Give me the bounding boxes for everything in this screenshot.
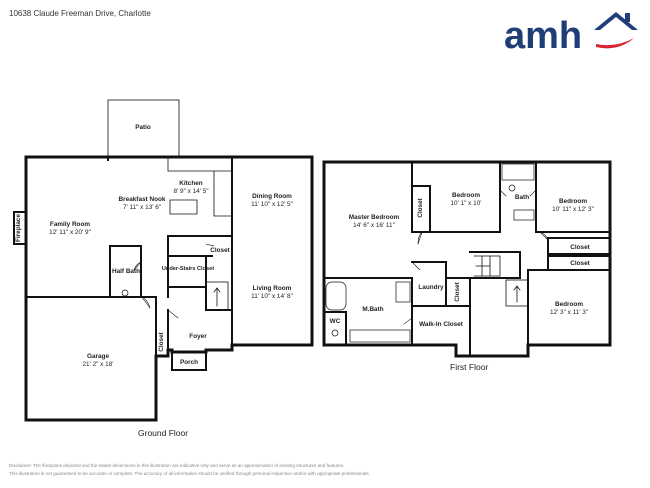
closet-a-label: Closet — [570, 244, 590, 251]
half-bath-label-text: Half Bath — [112, 268, 140, 275]
wc-label: WC — [330, 318, 341, 325]
living-room-dims: 11' 10" x 14' 8" — [251, 293, 293, 300]
disclaimer: Disclaimer: The floorplans depicted and … — [9, 462, 629, 478]
ground-floor-title: Ground Floor — [138, 428, 189, 438]
dining-room-dims: 11' 10" x 12' 5" — [251, 201, 293, 208]
closet-foyer-label: Closet — [158, 331, 165, 351]
master-bedroom-dims: 14' 6" x 16' 11" — [353, 222, 395, 229]
first-interior-walls — [323, 161, 611, 357]
family-room-label: Family Room — [50, 221, 90, 228]
garage-label: Garage — [87, 353, 109, 360]
door-swings-ground — [133, 243, 215, 319]
kitchen-counters — [167, 156, 233, 217]
bath-label: Bath — [515, 194, 529, 201]
disclaimer-line-2: This illustration is not guaranteed to b… — [9, 471, 370, 476]
kitchen-dims: 8' 9" x 14' 5" — [173, 188, 208, 195]
logo-text: amh — [504, 15, 582, 52]
foyer-label: Foyer — [189, 333, 207, 340]
amh-logo: amh — [504, 12, 638, 52]
bath-tub — [501, 163, 535, 181]
breakfast-nook-dims: 7' 11" x 13' 6" — [123, 204, 161, 211]
mbath-tub — [325, 281, 347, 311]
ground-stairs-arrow — [213, 287, 221, 307]
master-bath-label: M.Bath — [362, 306, 383, 313]
bedroom4-label: Bedroom — [555, 301, 583, 308]
closet-b-label: Closet — [570, 260, 590, 267]
bath-vanity — [513, 209, 535, 221]
door-swings-first — [403, 189, 549, 325]
mbath-shower — [395, 281, 411, 303]
closet-bed2-label: Closet — [417, 197, 424, 217]
first-outer-wall — [322, 160, 612, 358]
bedroom4-dims: 12' 3" x 11' 3" — [550, 309, 588, 316]
porch-label: Porch — [180, 359, 198, 366]
wc-toilet — [331, 329, 339, 337]
garage-dims: 21' 2" x 18' — [82, 361, 113, 368]
bedroom3-label: Bedroom — [559, 198, 587, 205]
half-bath-label: Half Bath — [112, 268, 140, 275]
half-bath-toilet — [121, 289, 129, 297]
breakfast-nook-label: Breakfast Nook — [119, 196, 166, 203]
first-floor-title: First Floor — [450, 362, 489, 372]
bath-toilet — [508, 184, 516, 192]
first-stairs-upper — [473, 255, 501, 277]
under-stairs-label: Under-Stairs Closet — [162, 266, 214, 272]
master-bedroom-label: Master Bedroom — [349, 214, 400, 221]
logo-chimney — [625, 13, 630, 22]
laundry-label: Laundry — [418, 284, 444, 291]
closet-hall-label: Closet — [454, 281, 461, 301]
ground-stairs — [205, 281, 229, 311]
patio-label: Patio — [135, 124, 151, 131]
mbath-vanity — [349, 329, 411, 343]
living-room-label: Living Room — [253, 285, 292, 292]
dining-room-label: Dining Room — [252, 193, 292, 200]
bedroom3-dims: 10' 11" x 12' 3" — [552, 206, 594, 213]
disclaimer-line-1: Disclaimer: The floorplans depicted and … — [9, 463, 345, 468]
first-stairs-arrow — [513, 285, 521, 303]
first-stairs — [505, 279, 529, 307]
walk-in-closet-label: Walk-In Closet — [419, 321, 464, 328]
property-address: 10638 Claude Freeman Drive, Charlotte — [9, 9, 151, 18]
logo-swoosh-icon — [596, 38, 634, 49]
kitchen-label: Kitchen — [179, 180, 203, 187]
bedroom2-dims: 10' 1" x 10' — [450, 200, 481, 207]
fireplace-label: Fireplace — [15, 214, 22, 243]
logo-roof-icon — [594, 12, 638, 30]
closet-kitchen-label: Closet — [210, 247, 230, 254]
bedroom2-label: Bedroom — [452, 192, 480, 199]
family-room-dims: 12' 11" x 20' 9" — [49, 229, 91, 236]
